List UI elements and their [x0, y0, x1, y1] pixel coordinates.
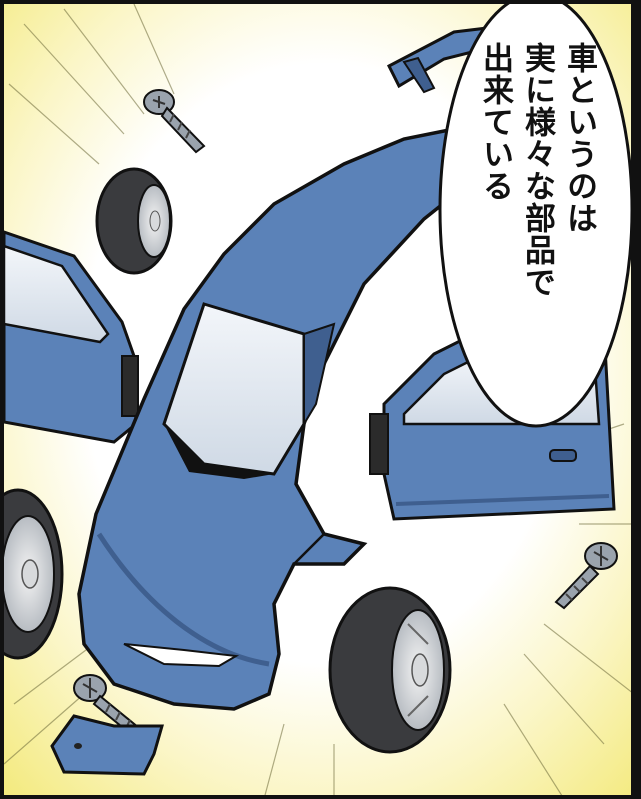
speech-balloon: 車というのは 実に様々な部品で 出来ている: [467, 42, 607, 382]
screw-part-right: [554, 542, 618, 610]
top-tire-part: [95, 167, 173, 275]
panel-fragment-part: [50, 714, 164, 776]
left-tire-part: [4, 488, 64, 660]
screw-part-top: [143, 89, 206, 154]
speech-balloon-shape: [438, 4, 631, 428]
speech-line-1: 車というのは: [561, 42, 597, 234]
speech-line-2: 実に様々な部品で: [519, 42, 555, 298]
illustration: [4, 4, 631, 795]
speech-line-3: 出来ている: [477, 42, 513, 202]
bottom-tire-part: [328, 586, 452, 754]
car-body-part: [77, 122, 547, 711]
left-door-part: [4, 230, 139, 444]
